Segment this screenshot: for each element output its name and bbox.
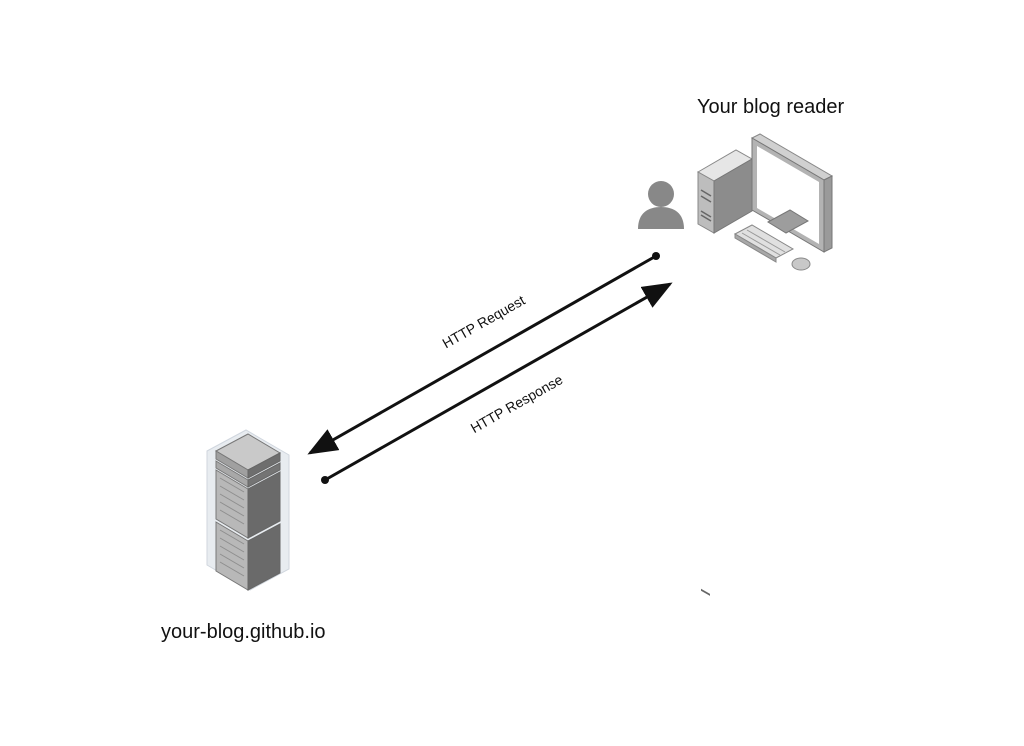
reader-label: Your blog reader [697,96,845,118]
http-response-label: HTTP Response [468,371,566,436]
desktop-computer-icon [696,133,834,596]
http-request-edge [307,252,660,455]
server-rack-icon [206,429,290,591]
http-request-label: HTTP Request [439,292,527,352]
user-icon [638,181,684,229]
server-label: your-blog.github.io [161,621,326,643]
http-response-edge [321,282,673,484]
